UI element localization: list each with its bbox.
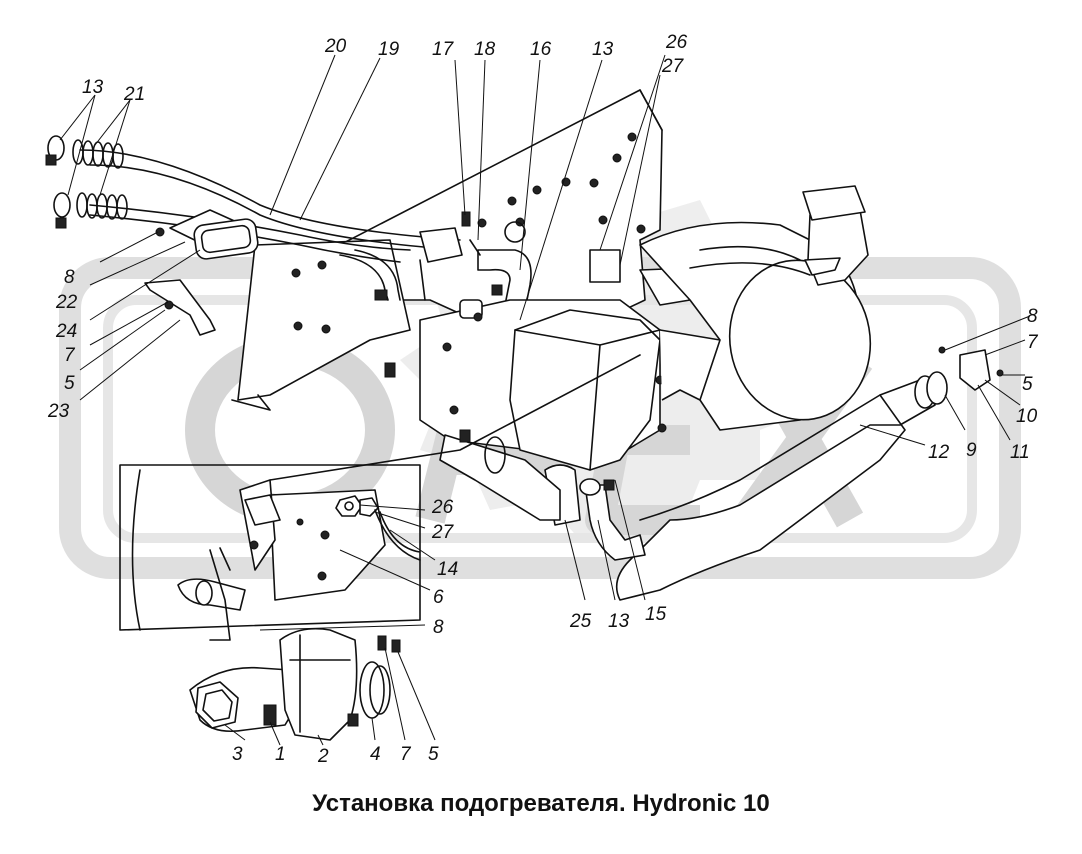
left-mounting-bracket (231, 239, 411, 411)
callout-8-left: 8 (64, 267, 75, 288)
callout-13-bottom: 13 (608, 611, 630, 632)
callout-5-right: 5 (1022, 374, 1033, 395)
callout-11: 11 (1010, 442, 1030, 463)
callout-16: 16 (530, 39, 552, 60)
callout-20: 20 (324, 36, 347, 57)
callout-13-top: 13 (592, 39, 614, 60)
heater-unit (419, 249, 723, 471)
callout-21: 21 (123, 84, 145, 105)
callout-8-inset: 8 (433, 617, 444, 638)
callout-19: 19 (378, 39, 400, 60)
detail-inset (119, 464, 421, 641)
callout-12: 12 (928, 442, 950, 463)
exhaust-silencer (639, 185, 872, 431)
fasteners (374, 289, 615, 491)
callout-3: 3 (232, 744, 243, 765)
callout-15: 15 (645, 604, 667, 625)
callout-27-inset: 27 (431, 522, 455, 543)
callout-8-right: 8 (1027, 306, 1038, 327)
callout-22: 22 (55, 292, 78, 313)
callout-26-top: 26 (665, 32, 688, 53)
heater-exhaust-outlet (189, 627, 401, 741)
callout-18: 18 (474, 39, 496, 60)
callout-24: 24 (55, 321, 77, 342)
leader-lines (59, 54, 1031, 746)
callout-9: 9 (966, 440, 977, 461)
callout-14: 14 (437, 559, 458, 580)
nut-detail (335, 495, 379, 517)
callout-6: 6 (433, 587, 444, 608)
figure-caption: Установка подогревателя. Hydronic 10 (312, 790, 770, 817)
callout-25: 25 (569, 611, 592, 632)
callout-23: 23 (47, 401, 70, 422)
callout-2: 2 (317, 746, 329, 767)
callout-10: 10 (1016, 406, 1038, 427)
callout-17: 17 (432, 39, 455, 60)
callout-26-inset: 26 (431, 497, 454, 518)
corrugated-hose-end-lower (76, 192, 128, 220)
coolant-hoses (45, 135, 461, 301)
callout-7-left: 7 (64, 345, 76, 366)
exhaust-pipe (615, 346, 1004, 601)
callout-5-left: 5 (64, 373, 75, 394)
callout-1: 1 (275, 744, 286, 765)
callout-27-top: 27 (661, 56, 685, 77)
callout-4: 4 (370, 744, 381, 765)
inset-pointer-line (269, 354, 641, 481)
callout-5-bottom: 5 (428, 744, 439, 765)
callout-7-bottom: 7 (400, 744, 412, 765)
corrugated-hose-end-upper (72, 139, 124, 169)
coolant-fittings (419, 211, 532, 311)
air-intake-duct (144, 209, 259, 336)
hose-clamps-left (45, 135, 71, 229)
callout-13-left: 13 (82, 77, 104, 98)
callout-7-right: 7 (1027, 332, 1039, 353)
callout-labels: 13 21 20 19 17 18 16 13 26 27 8 22 24 7 … (47, 32, 1039, 767)
